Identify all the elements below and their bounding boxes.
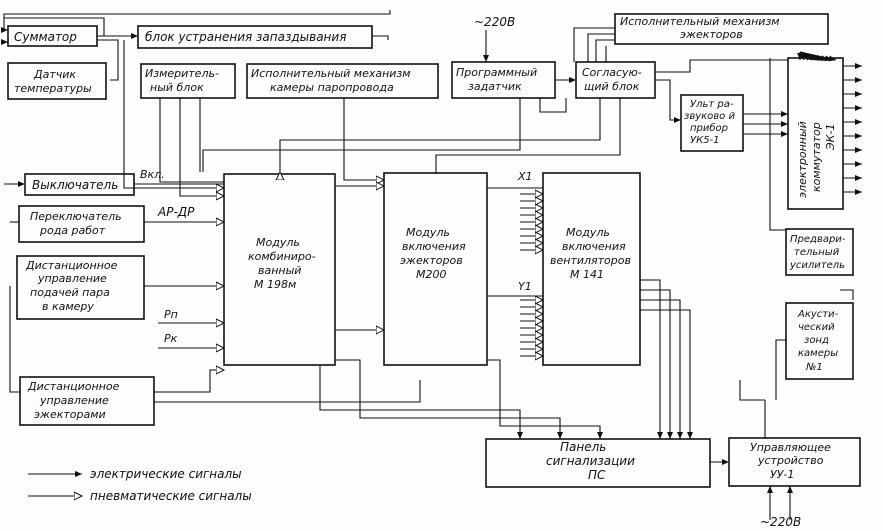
voltage-label-top: ~220В	[474, 15, 515, 29]
remote-steam-label-3: подачей пара	[30, 286, 110, 299]
remote-steam-block: Дистанционное управление подачей пара в …	[16, 255, 145, 320]
switch-block: Выключатель	[24, 173, 135, 196]
legend: электрические сигналы пневматические сиг…	[28, 467, 252, 503]
pn-label: Рп	[164, 308, 178, 321]
program-setter-label-2: задатчик	[468, 80, 522, 93]
remote-ejectors-label-2: управление	[39, 394, 109, 407]
wires	[1, 10, 854, 520]
matching-block-label-2: щий блок	[584, 80, 640, 93]
summator-block: Сумматор	[7, 25, 98, 47]
preamp-label-2: тельный	[794, 247, 840, 258]
preamp-label-3: усилитель	[789, 260, 845, 271]
controller-label-1: Управляющее	[750, 441, 831, 454]
x1-label: X1	[517, 170, 533, 183]
remote-steam-label-1: Дистанционное	[25, 259, 118, 272]
meas-block-label-1: Измеритель-	[145, 67, 219, 80]
remote-ejectors-label-3: эжекторами	[34, 408, 106, 421]
controller-label-2: устройство	[757, 454, 824, 467]
commutator-label-3: ЭК-1	[824, 124, 837, 151]
acoustic-label-3: зонд	[804, 335, 829, 346]
panel-label-3: ПС	[588, 468, 606, 482]
ultrasonic-label-3: прибор	[690, 122, 728, 134]
commutator-block: электронный коммутатор ЭК-1	[787, 57, 844, 210]
acoustic-label-4: камеры	[798, 348, 838, 359]
mode-switch-label-2: рода работ	[39, 224, 106, 237]
ultrasonic-label-4: УК5-1	[690, 135, 720, 146]
delay-block: блок устранения запаздывания	[137, 25, 373, 49]
pk-label: Рк	[164, 332, 178, 345]
mode-switch-block: Переключатель рода работ	[18, 205, 145, 243]
temp-sensor-label-1: Датчик	[33, 68, 76, 81]
acoustic-label-1: Акусти-	[797, 309, 839, 320]
summator-label: Сумматор	[14, 30, 77, 44]
module-m200-label-4: М200	[416, 268, 447, 281]
module-m198-label-1: Модуль	[256, 236, 300, 249]
meas-block: Измеритель- ный блок	[140, 63, 236, 99]
acoustic-label-5: №1	[805, 362, 823, 373]
arrow-fans	[520, 51, 862, 356]
commutator-top-arrow	[799, 51, 837, 62]
panel-label-2: сигнализации	[546, 454, 635, 468]
program-setter-block: Программный задатчик	[451, 61, 556, 99]
controller-block: Управляющее устройство УУ-1	[728, 437, 861, 487]
ejector-actuator-block: Исполнительный механизм эжекторов	[614, 13, 829, 45]
program-setter-label-1: Программный	[456, 66, 537, 79]
module-m198-label-4: М 198м	[254, 278, 296, 291]
remote-ejectors-label-1: Дистанционное	[27, 380, 120, 393]
steam-actuator-label-1: Исполнительный механизм	[251, 67, 411, 80]
meas-block-label-2: ный блок	[150, 81, 204, 94]
steam-actuator-label-2: камеры паропровода	[270, 81, 394, 94]
module-m141-label-4: М 141	[570, 268, 604, 281]
module-m198-block: Модуль комбиниро- ванный М 198м	[223, 173, 336, 366]
ejector-actuator-label-1: Исполнительный механизм	[620, 15, 780, 28]
y1-label: Y1	[518, 280, 532, 293]
ultrasonic-block: Ульт ра- звуково й прибор УК5-1	[680, 94, 744, 152]
module-m200-label-1: Модуль	[406, 226, 450, 239]
steam-actuator-block: Исполнительный механизм камеры паропрово…	[246, 63, 439, 99]
ultrasonic-label-2: звуково й	[684, 111, 735, 122]
remote-steam-label-4: в камеру	[42, 300, 94, 313]
module-m141-label-3: вентиляторов	[550, 254, 631, 267]
commutator-label-2: коммутатор	[810, 122, 823, 192]
acoustic-block: Акусти- ческий зонд камеры №1	[785, 302, 854, 380]
remote-steam-label-2: управление	[37, 272, 107, 285]
module-m200-label-3: эжекторов	[400, 254, 463, 267]
ultrasonic-label-1: Ульт ра-	[690, 99, 734, 110]
switch-label: Выключатель	[32, 178, 118, 192]
temp-sensor-block: Датчик температуры	[7, 62, 107, 100]
module-m141-label-1: Модуль	[566, 226, 610, 239]
vkl-label: Вкл.	[140, 168, 165, 181]
matching-block-label-1: Согласую-	[582, 66, 642, 79]
module-m141-label-2: включения	[562, 240, 626, 253]
legend-electric-label: электрические сигналы	[90, 467, 242, 481]
module-m198-label-3: ванный	[258, 264, 301, 277]
legend-pneumatic-label: пневматические сигналы	[90, 489, 252, 503]
preamp-label-1: Предвари-	[790, 234, 846, 245]
voltage-label-bottom: ~220В	[760, 515, 801, 529]
module-m200-label-2: включения	[402, 240, 466, 253]
temp-sensor-label-2: температуры	[14, 82, 92, 95]
ejector-actuator-label-2: эжекторов	[680, 28, 743, 41]
panel-block: Панель сигнализации ПС	[485, 438, 711, 488]
module-m198-label-2: комбиниро-	[248, 250, 316, 263]
delay-block-label: блок устранения запаздывания	[145, 30, 346, 44]
matching-block: Согласую- щий блок	[575, 61, 656, 99]
module-m141-block: Модуль включения вентиляторов М 141	[542, 172, 641, 366]
preamp-block: Предвари- тельный усилитель	[785, 228, 854, 276]
commutator-label-1: электронный	[796, 121, 809, 198]
mode-switch-label-1: Переключатель	[30, 210, 122, 223]
panel-label-1: Панель	[560, 440, 606, 454]
remote-ejectors-block: Дистанционное управление эжекторами	[19, 376, 155, 426]
ar-dr-label: АР-ДР	[157, 205, 195, 219]
acoustic-label-2: ческий	[798, 322, 835, 333]
module-m200-block: Модуль включения эжекторов М200	[383, 172, 488, 366]
controller-label-3: УУ-1	[770, 468, 794, 481]
